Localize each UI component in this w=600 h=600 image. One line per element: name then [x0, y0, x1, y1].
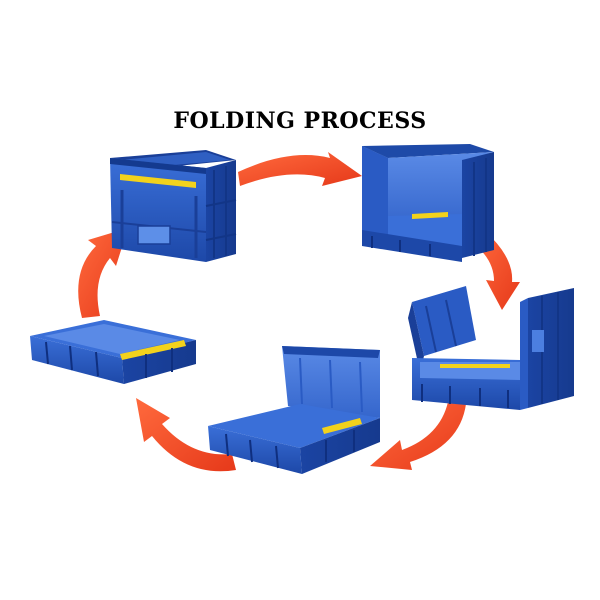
- arrow-step-3-to-4: [370, 402, 466, 470]
- arrow-step-4-to-5: [136, 398, 236, 472]
- arrow-step-1-to-2: [238, 152, 362, 186]
- arrow-step-5-to-1: [78, 228, 128, 318]
- diagram-title: FOLDING PROCESS: [173, 108, 427, 134]
- crate-step-4-one-side-folded: [208, 346, 380, 474]
- crate-step-2-front-folded: [362, 144, 494, 262]
- crate-step-1-open: [110, 150, 237, 262]
- crate-step-5-folded-flat: [30, 320, 196, 384]
- crate-step-3-sides-opening: [408, 286, 574, 410]
